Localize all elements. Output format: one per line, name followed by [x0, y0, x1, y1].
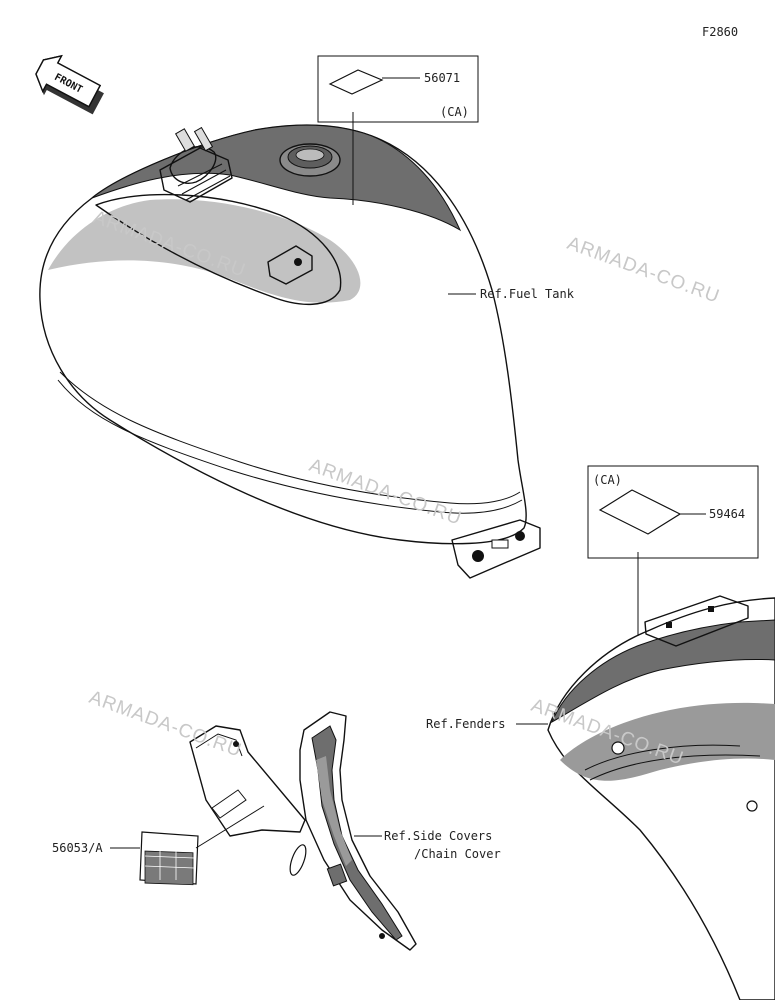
decal-59464-icon [598, 489, 682, 535]
region-tag-59464: (CA) [593, 473, 622, 487]
warning-label-icon [139, 831, 199, 886]
fuel-tank-top-shade [91, 124, 462, 232]
side-cover-plate [189, 725, 306, 837]
rear-fender-shade [550, 619, 775, 724]
watermark: ARMADA-CO.RU [564, 233, 722, 308]
part-number-56071: 56071 [424, 71, 460, 85]
callout-59464: (CA) 59464 [587, 465, 759, 636]
fuel-tank-bottom-mount [451, 519, 541, 579]
rear-fender-body [547, 597, 775, 1000]
chain-cover-shade [311, 725, 403, 941]
front-arrow-icon: FRONT [35, 54, 104, 115]
decal-56071-icon [328, 69, 384, 95]
side-cover [189, 711, 417, 951]
figure-code: F2860 [702, 25, 738, 39]
watermark: ARMADA-CO.RU [86, 687, 244, 762]
fuel-tank-bracket [159, 126, 233, 203]
callout-56053: 56053/A [52, 805, 265, 886]
fuel-gauge-cap [279, 143, 341, 177]
chain-cover-body [299, 711, 417, 951]
part-number-59464: 59464 [709, 507, 745, 521]
ref-fenders-label: Ref.Fenders [426, 717, 505, 731]
region-tag-56071: (CA) [440, 105, 469, 119]
watermark: ARMADA-CO.RU [306, 455, 464, 530]
rear-fender [547, 595, 775, 1000]
callout-56071: 56071 (CA) [317, 55, 479, 205]
fuel-tank-console [95, 193, 342, 305]
ref-side-covers-label: Ref.Side Covers [384, 829, 492, 843]
ref-fuel-tank-label: Ref.Fuel Tank [480, 287, 575, 301]
ref-chain-cover-label: /Chain Cover [414, 847, 501, 861]
part-number-56053: 56053/A [52, 841, 103, 855]
fender-seat-plate [644, 595, 749, 647]
fuel-tank-latch [267, 245, 313, 285]
watermarks: ARMADA-CO.RU ARMADA-CO.RU ARMADA-CO.RU A… [86, 207, 722, 770]
fuel-tank [39, 124, 541, 579]
